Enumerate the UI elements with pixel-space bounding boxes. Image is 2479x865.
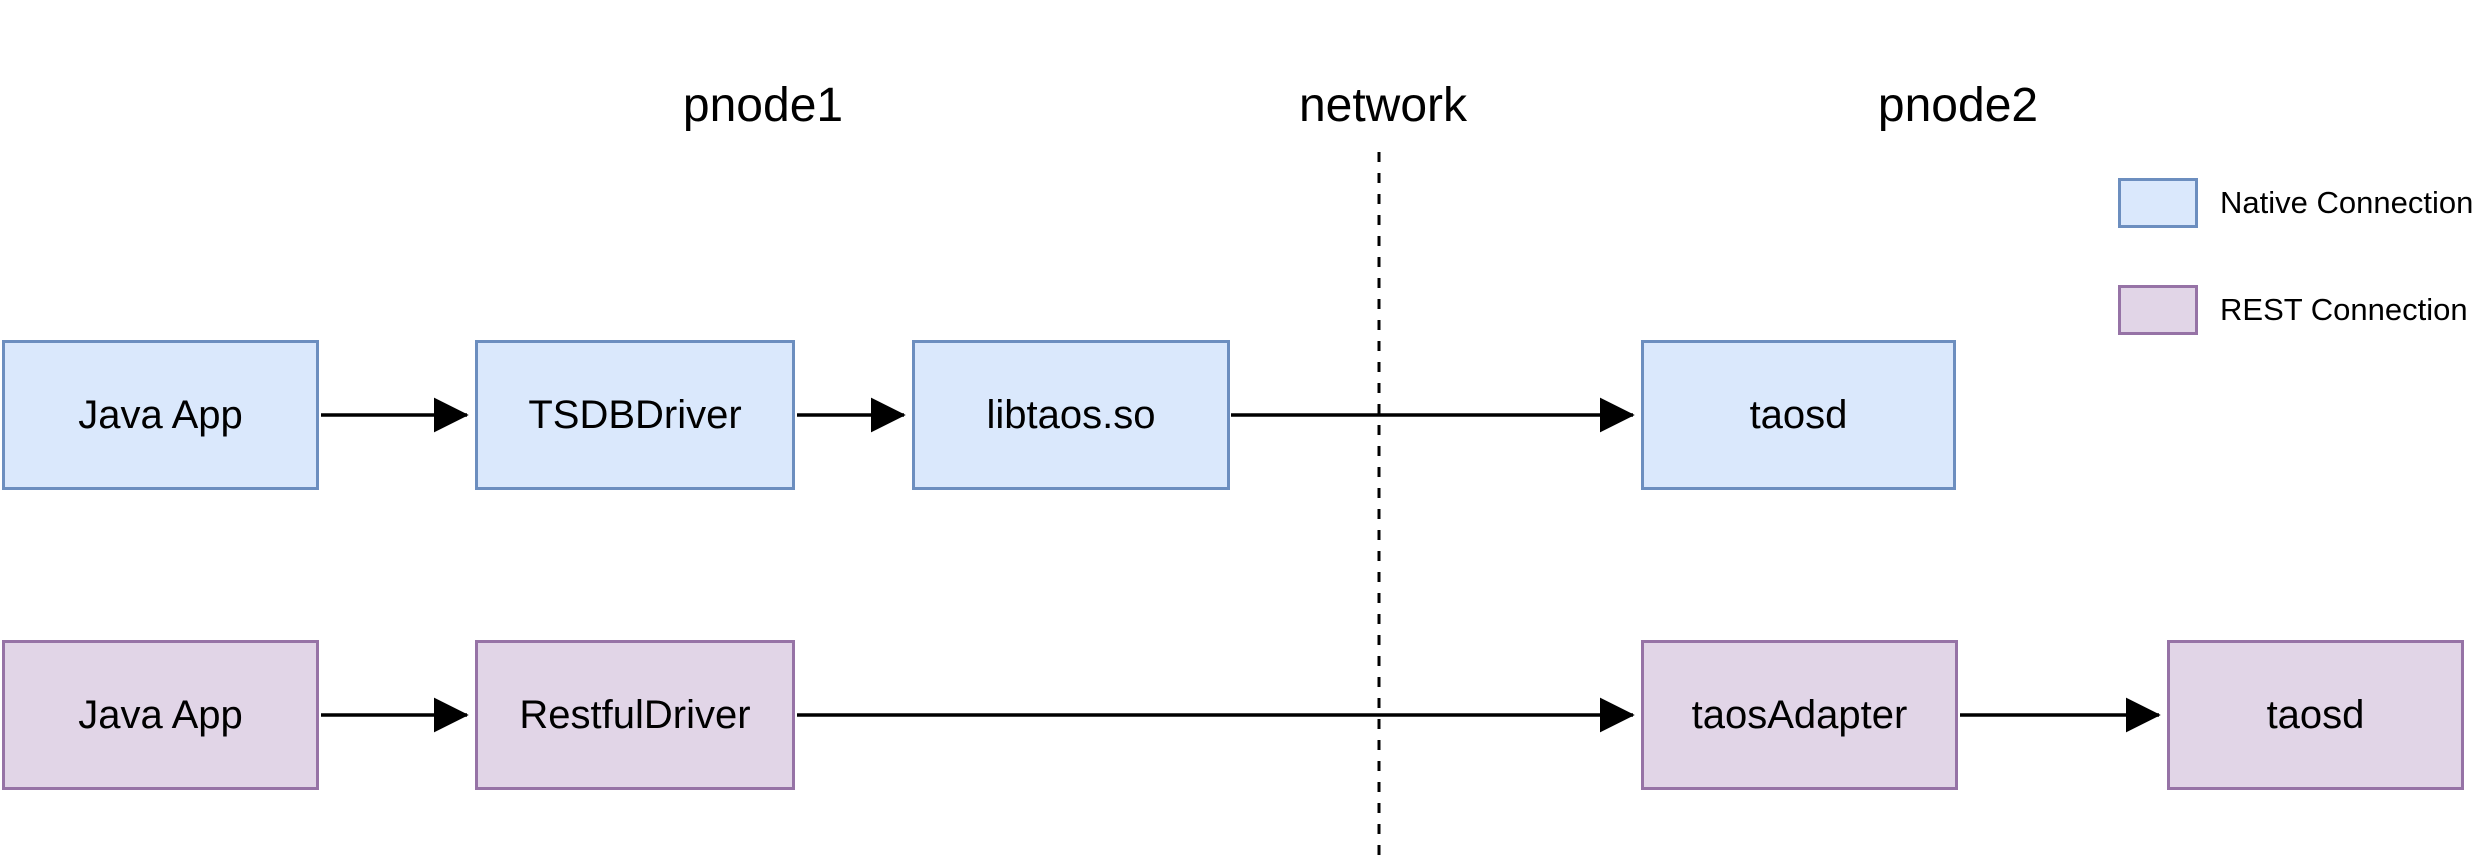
- node-taosd-native: taosd: [1641, 340, 1956, 490]
- node-tsdbdriver: TSDBDriver: [475, 340, 795, 490]
- node-restfuldriver: RestfulDriver: [475, 640, 795, 790]
- node-libtaos-so: libtaos.so: [912, 340, 1230, 490]
- legend-swatch-native-connection: [2118, 178, 2198, 228]
- legend-swatch-rest-connection: [2118, 285, 2198, 335]
- node-taosadapter: taosAdapter: [1641, 640, 1958, 790]
- node-java-app-rest: Java App: [2, 640, 319, 790]
- node-taosd-rest: taosd: [2167, 640, 2464, 790]
- section-title-pnode2: pnode2: [1877, 79, 2039, 132]
- section-title-network: network: [1298, 79, 1468, 132]
- section-title-pnode1: pnode1: [682, 79, 844, 132]
- legend-label-rest-connection: REST Connection: [2220, 292, 2468, 327]
- legend-label-native-connection: Native Connection: [2220, 185, 2474, 220]
- node-java-app-native: Java App: [2, 340, 319, 490]
